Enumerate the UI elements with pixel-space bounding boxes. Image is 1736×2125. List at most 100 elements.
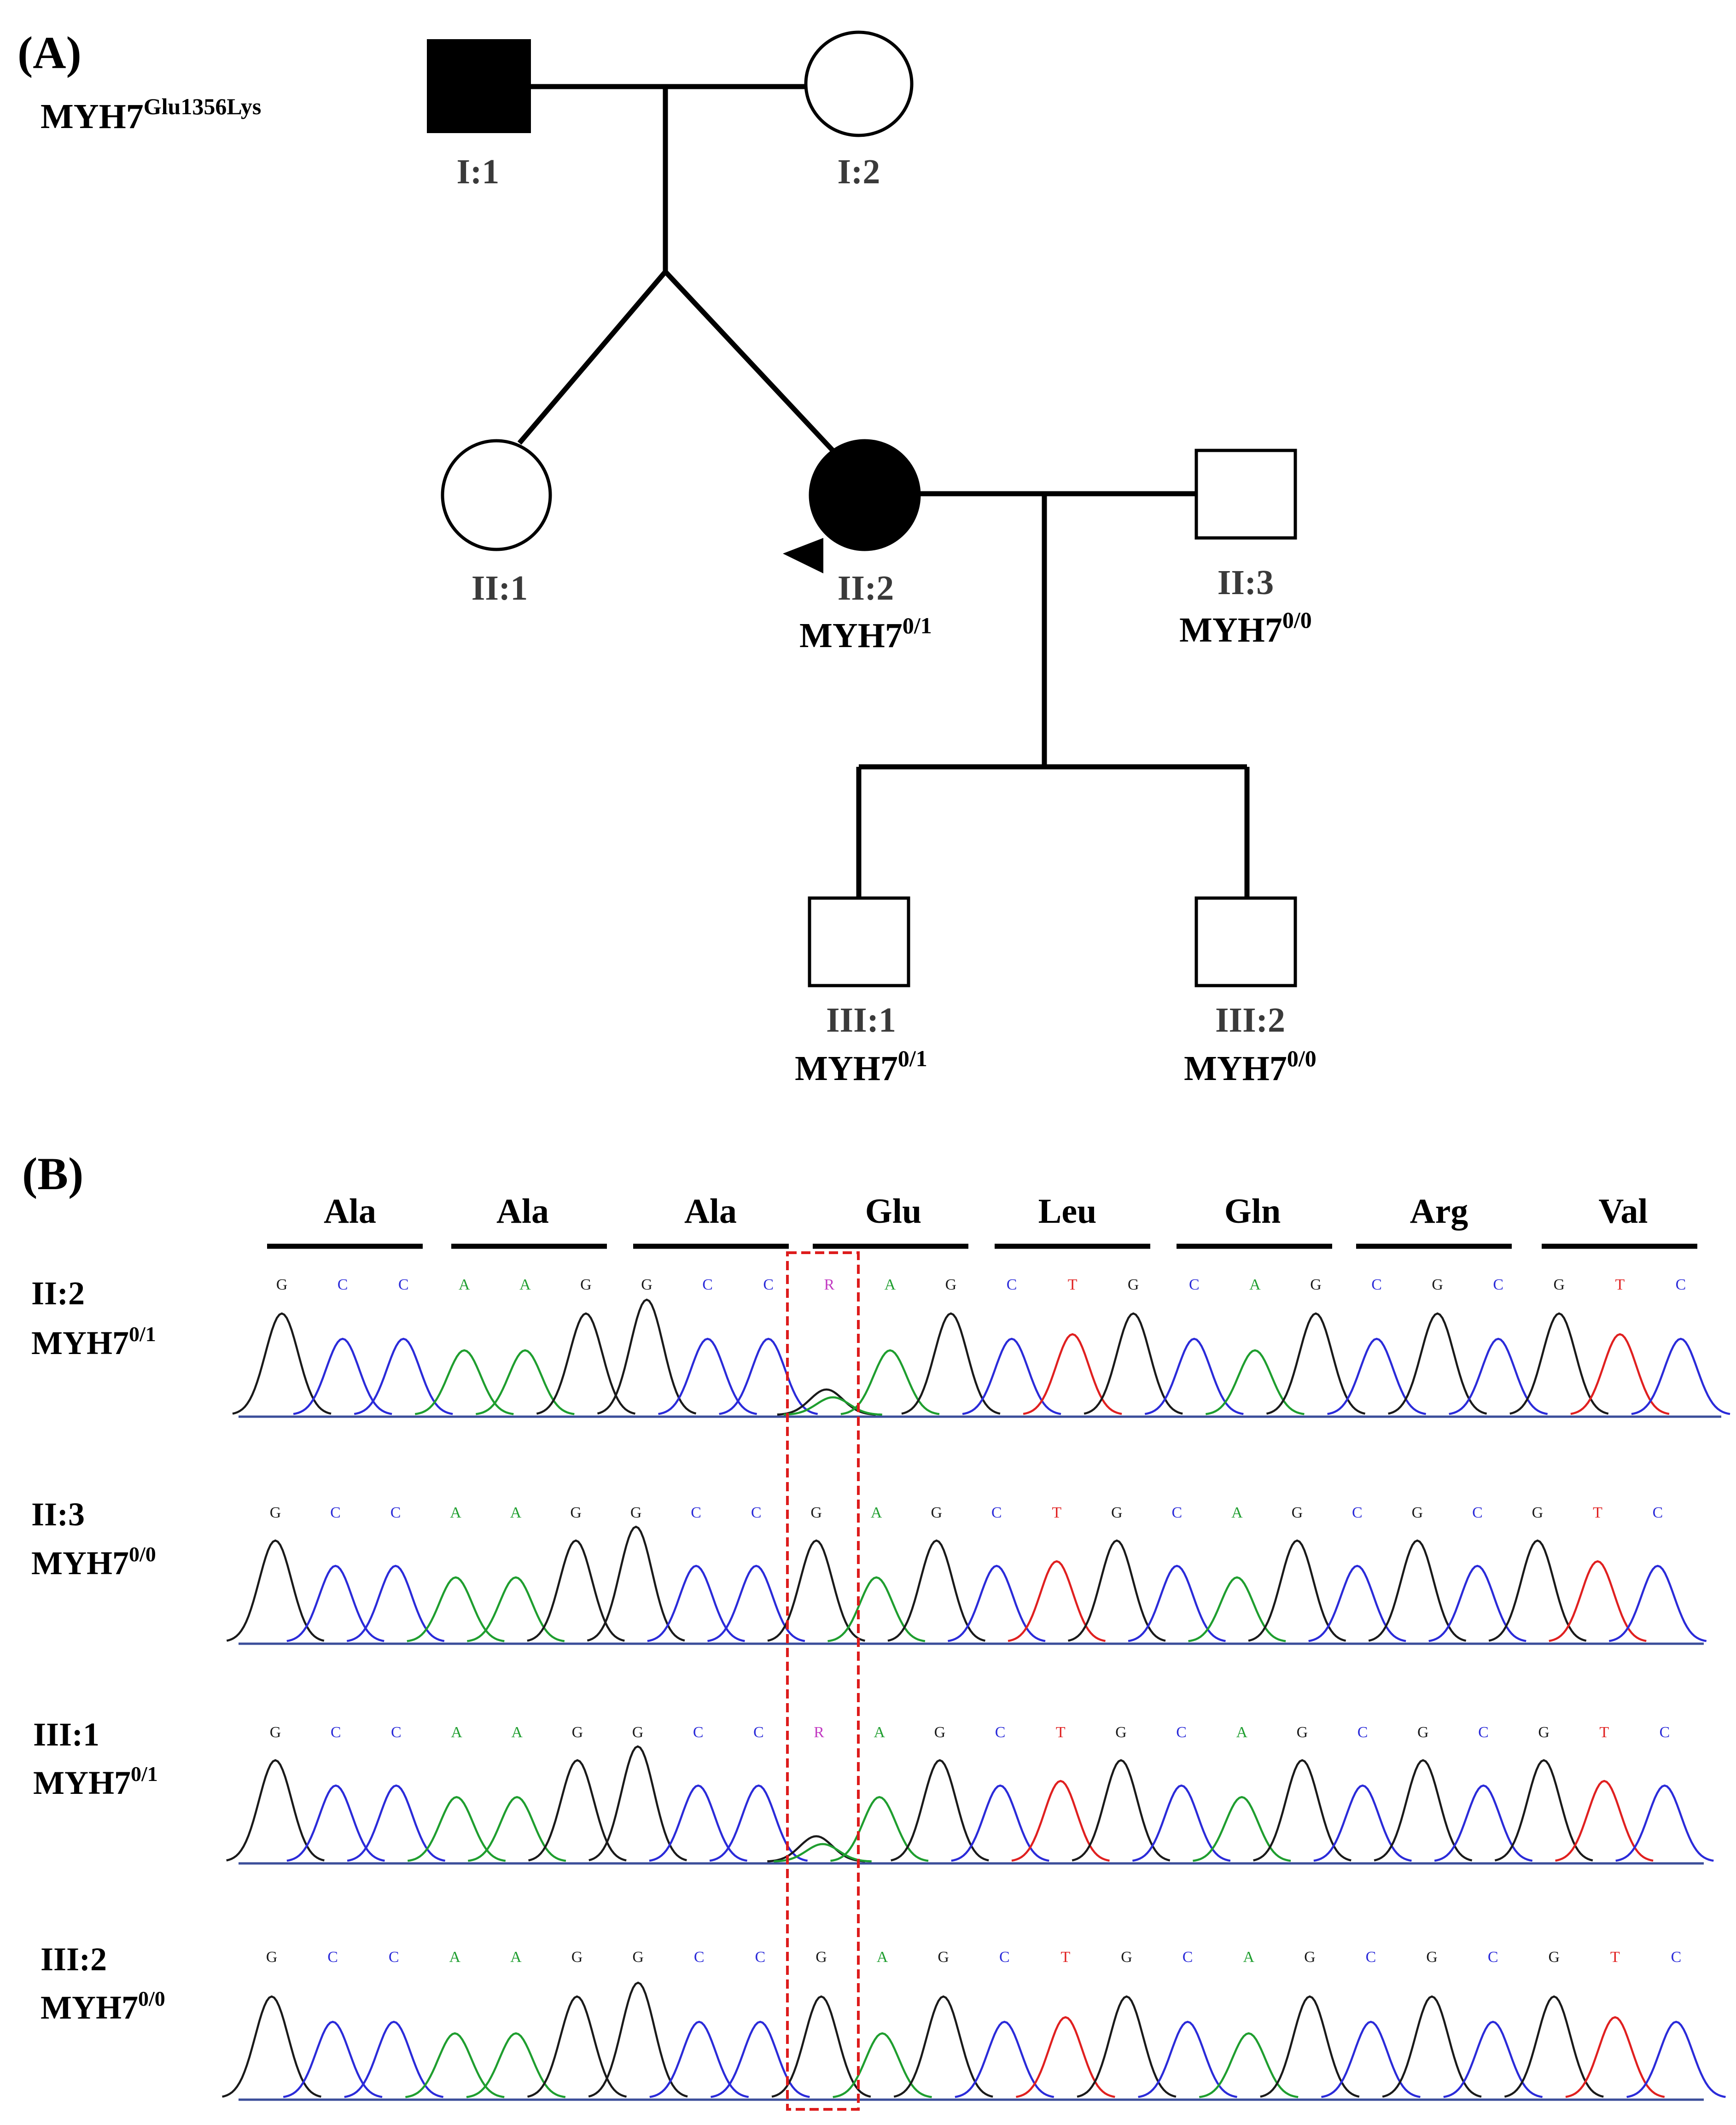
base-call-label: A xyxy=(459,1276,470,1293)
individual-ii2-label: II:2 xyxy=(838,569,894,607)
individual-iii1-symbol xyxy=(808,896,910,987)
base-call-label: G xyxy=(938,1949,949,1966)
trace-peak xyxy=(948,1565,1046,1642)
trace-peak xyxy=(527,1539,625,1642)
trace-peak xyxy=(830,1796,929,1862)
trace-peak xyxy=(1608,1565,1707,1642)
base-call-label: C xyxy=(753,1724,764,1741)
base-call-label: C xyxy=(398,1276,409,1293)
trace-peak xyxy=(407,1576,505,1642)
base-call-label: C xyxy=(763,1276,774,1293)
base-call-label: C xyxy=(1371,1276,1382,1293)
base-call-label: G xyxy=(1417,1724,1429,1741)
codon-label: Leu xyxy=(1038,1192,1097,1231)
base-call-label: A xyxy=(871,1504,882,1521)
base-call-label: G xyxy=(1292,1504,1303,1521)
base-call-label: T xyxy=(1599,1724,1609,1741)
trace-peak xyxy=(405,2032,505,2098)
base-call-label: G xyxy=(1432,1276,1443,1293)
individual-iii2-label: III:2 xyxy=(1215,1001,1285,1039)
individual-i2-symbol xyxy=(804,30,914,137)
trace-peak xyxy=(707,1565,805,1642)
trace-peak xyxy=(658,1337,757,1415)
trace-peak xyxy=(1565,2016,1665,2098)
base-call-label: A xyxy=(451,1724,462,1741)
base-call-label: G xyxy=(270,1724,281,1741)
base-call-label: C xyxy=(389,1949,399,1966)
trace-peak xyxy=(1382,1995,1482,2098)
codon-label: Ala xyxy=(324,1192,376,1231)
base-call-label: G xyxy=(571,1949,583,1966)
base-call-label: C xyxy=(327,1949,338,1966)
base-call-label: C xyxy=(1671,1949,1682,1966)
trace-peak xyxy=(1072,1759,1171,1862)
trace-peak xyxy=(1494,1759,1593,1862)
variant-highlight-box xyxy=(786,1251,860,2111)
trace-peak xyxy=(840,1349,940,1415)
trace-peak xyxy=(1504,1995,1604,2098)
trace-peak xyxy=(1266,1312,1366,1415)
trace-peak xyxy=(649,2020,749,2098)
base-call-label: C xyxy=(1676,1276,1686,1293)
trace-peak xyxy=(476,1349,575,1415)
trace-sample-label: III:1 xyxy=(33,1716,99,1753)
base-call-label: T xyxy=(1610,1949,1620,1966)
base-call-label: C xyxy=(751,1504,762,1521)
base-call-label: G xyxy=(1412,1504,1423,1521)
trace-peak xyxy=(1570,1333,1670,1415)
base-call-label: C xyxy=(995,1724,1006,1741)
base-call-label: T xyxy=(1052,1504,1061,1521)
base-call-label: C xyxy=(691,1504,701,1521)
trace-peak xyxy=(1023,1333,1122,1415)
base-call-label: G xyxy=(1310,1276,1322,1293)
base-call-label: C xyxy=(755,1949,766,1966)
trace-peak xyxy=(1248,1539,1346,1642)
trace-peak xyxy=(1188,1576,1286,1642)
trace-peak xyxy=(1615,1784,1714,1862)
trace-peak xyxy=(293,1337,392,1415)
trace-peak xyxy=(588,1981,688,2098)
individual-ii3-genotype: MYH70/0 xyxy=(1179,607,1312,649)
trace-peak xyxy=(597,1298,697,1415)
trace-peak xyxy=(347,1784,446,1862)
base-call-label: C xyxy=(390,1504,401,1521)
base-call-label: C xyxy=(330,1504,341,1521)
base-call-label: G xyxy=(266,1949,278,1966)
trace-peak xyxy=(1193,1796,1291,1862)
base-call-label: G xyxy=(934,1724,946,1741)
base-call-label: T xyxy=(1061,1949,1071,1966)
base-call-label: G xyxy=(641,1276,652,1293)
base-call-label: C xyxy=(1493,1276,1503,1293)
sibship-line-ii1 xyxy=(517,270,668,445)
base-call-label: A xyxy=(874,1724,885,1741)
base-call-label: C xyxy=(1183,1949,1193,1966)
trace-genotype-label: MYH70/0 xyxy=(41,1987,165,2026)
base-call-label: C xyxy=(338,1276,348,1293)
base-call-label: C xyxy=(1357,1724,1368,1741)
base-call-label: G xyxy=(1115,1724,1127,1741)
sibship-line-ii2 xyxy=(663,270,838,455)
codon-header: Ala Ala Ala Glu Leu Gln Arg Val xyxy=(267,1192,1697,1249)
base-call-label: C xyxy=(1352,1504,1363,1521)
trace-peak xyxy=(1253,1759,1352,1862)
individual-i1-symbol xyxy=(427,39,531,133)
trace-peak xyxy=(719,1337,818,1415)
trace-peak xyxy=(951,1784,1049,1862)
base-call-label: T xyxy=(1615,1276,1625,1293)
base-call-label: G xyxy=(1297,1724,1308,1741)
trace-peak xyxy=(414,1349,514,1415)
base-call-label: C xyxy=(1189,1276,1200,1293)
trace-peak xyxy=(893,1995,993,2098)
trace-peak xyxy=(767,1835,865,1862)
base-call-label: T xyxy=(1593,1504,1602,1521)
trace-peak xyxy=(1449,1337,1548,1415)
trace-peak xyxy=(1555,1780,1654,1862)
trace-peak xyxy=(833,2032,932,2098)
base-call-label: G xyxy=(572,1724,583,1741)
base-call-label: C xyxy=(702,1276,713,1293)
base-call-label: G xyxy=(1426,1949,1438,1966)
codon-label: Gln xyxy=(1224,1192,1281,1231)
